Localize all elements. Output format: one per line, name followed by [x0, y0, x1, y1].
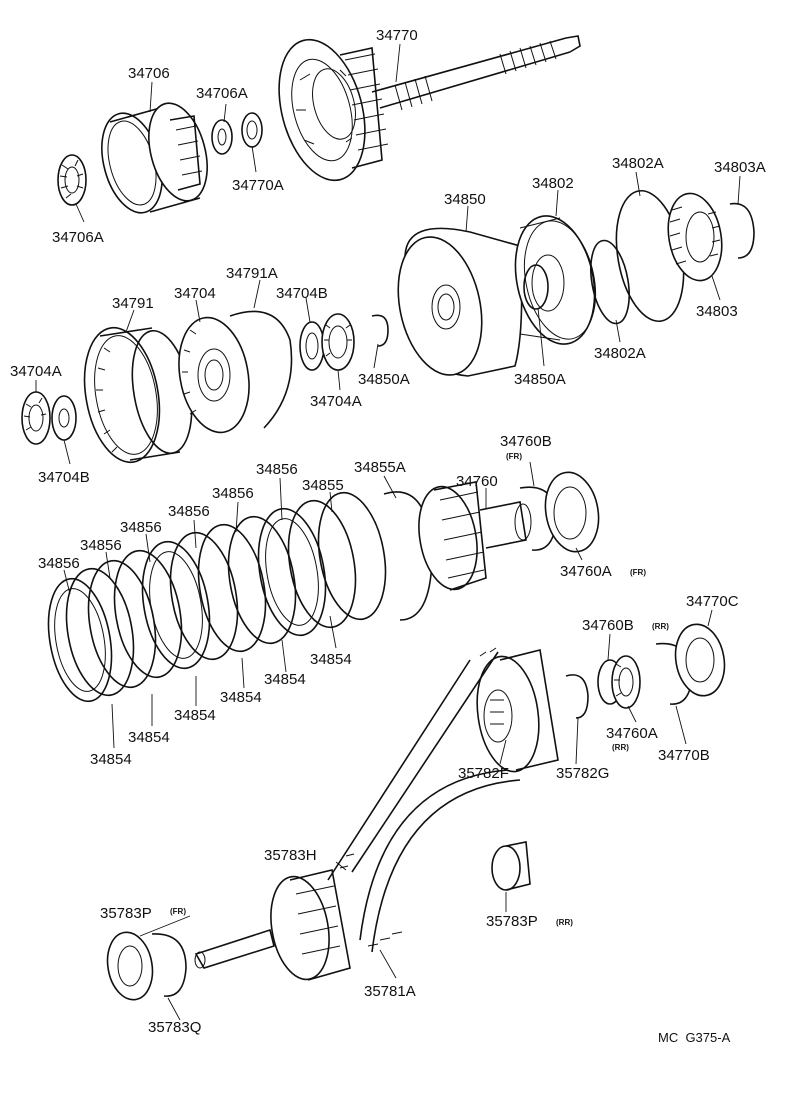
diagram-code: MC G375-A	[658, 1030, 731, 1045]
bearing-34704A-right	[321, 313, 355, 371]
thrust-bearing-34706A	[57, 154, 87, 206]
leader-lines	[35, 43, 741, 1021]
clutch-pack	[47, 491, 387, 703]
carrier-34704	[178, 316, 250, 434]
label-34760A-fr: 34760A	[560, 563, 612, 580]
snap-ring-34803A	[729, 202, 755, 259]
piston-34802	[514, 215, 597, 345]
label-34855A: 34855A	[354, 459, 406, 476]
label-35782G: 35782G	[556, 765, 609, 782]
label-34854-4: 34854	[174, 707, 216, 724]
label-34802A-top: 34802A	[612, 155, 664, 172]
label-34706: 34706	[128, 65, 170, 82]
label-34802A-bottom: 34802A	[594, 345, 646, 362]
label-34856-1: 34856	[256, 461, 298, 478]
label-34770C: 34770C	[686, 593, 739, 610]
label-34704: 34704	[174, 285, 216, 302]
label-34854-2: 34854	[264, 671, 306, 688]
label-34770A: 34770A	[232, 177, 284, 194]
label-34704B-top: 34704B	[276, 285, 328, 302]
label-34802: 34802	[532, 175, 574, 192]
bearing-34760A-rr	[611, 655, 641, 709]
bearing-35783P-fr	[106, 931, 154, 1001]
ring-gear-34706	[101, 102, 208, 214]
spring-retainer-34803	[667, 192, 723, 282]
needle-bearing-35783P-rr	[491, 841, 531, 891]
label-34704A-right: 34704A	[310, 393, 362, 410]
label-34706A-washer: 34706A	[196, 85, 248, 102]
tag-35783P-rr: (RR)	[556, 918, 573, 927]
tag-34760A-fr: (FR)	[630, 568, 646, 577]
snap-ring-34791A	[229, 310, 293, 429]
tag-34760B-rr: (RR)	[652, 622, 669, 631]
tag-34760B-fr: (FR)	[506, 452, 522, 461]
label-34854-3: 34854	[220, 689, 262, 706]
label-34854-1: 34854	[310, 651, 352, 668]
label-34704B-bottom: 34704B	[38, 469, 90, 486]
bearing-34770C	[674, 623, 726, 697]
bearing-34760A-fr	[544, 471, 600, 553]
label-34791A: 34791A	[226, 265, 278, 282]
label-34803: 34803	[696, 303, 738, 320]
snap-ring-34850A-left	[371, 314, 389, 347]
tag-34760A-rr: (RR)	[612, 743, 629, 752]
label-34760: 34760	[456, 473, 498, 490]
label-34854-6: 34854	[90, 751, 132, 768]
driven-sprocket-35782F	[476, 649, 559, 773]
label-34850: 34850	[444, 191, 486, 208]
label-35782F: 35782F	[458, 765, 509, 782]
label-34856-4: 34856	[120, 519, 162, 536]
ring-gear-34791	[83, 326, 193, 464]
label-34704A-left: 34704A	[10, 363, 62, 380]
label-35783H: 35783H	[264, 847, 317, 864]
snap-ring-35782G	[565, 674, 589, 719]
washer-34706A	[211, 119, 233, 155]
label-34850A-right: 34850A	[514, 371, 566, 388]
clutch-drum-34850	[397, 227, 523, 377]
snap-ring-34850A-right	[523, 264, 549, 310]
oring-34802A-inner	[590, 239, 630, 325]
label-34770B: 34770B	[658, 747, 710, 764]
label-34850A-left: 34850A	[358, 371, 410, 388]
label-35781A: 35781A	[364, 983, 416, 1000]
label-34770: 34770	[376, 27, 418, 44]
label-34856-5: 34856	[80, 537, 122, 554]
washer-34770A	[241, 112, 263, 148]
one-way-clutch-34760	[418, 481, 532, 591]
label-35783P-rr: 35783P	[486, 913, 538, 930]
label-34856-3: 34856	[168, 503, 210, 520]
label-34760A-rr: 34760A	[606, 725, 658, 742]
label-34791: 34791	[112, 295, 154, 312]
label-34855: 34855	[302, 477, 344, 494]
snap-ring-35783Q	[151, 933, 187, 997]
label-35783P-fr: 35783P	[100, 905, 152, 922]
label-34706A-bearing: 34706A	[52, 229, 104, 246]
label-35783Q: 35783Q	[148, 1019, 201, 1036]
chain-35781A	[327, 647, 521, 953]
label-34760B-fr: 34760B	[500, 433, 552, 450]
label-34854-5: 34854	[128, 729, 170, 746]
label-34760B-rr: 34760B	[582, 617, 634, 634]
label-34856-6: 34856	[38, 555, 80, 572]
bearing-34704B	[299, 321, 325, 371]
output-shaft-34770	[278, 35, 581, 182]
tag-35783P-fr: (FR)	[170, 907, 186, 916]
bearing-34704A-left	[21, 391, 51, 445]
part-labels: 34770 34706 34706A 34770A 34706A 34850 3…	[10, 27, 766, 1036]
washer-34704B-bottom	[51, 395, 77, 441]
label-34803A: 34803A	[714, 159, 766, 176]
label-34856-2: 34856	[212, 485, 254, 502]
drive-sprocket-shaft	[194, 869, 351, 981]
